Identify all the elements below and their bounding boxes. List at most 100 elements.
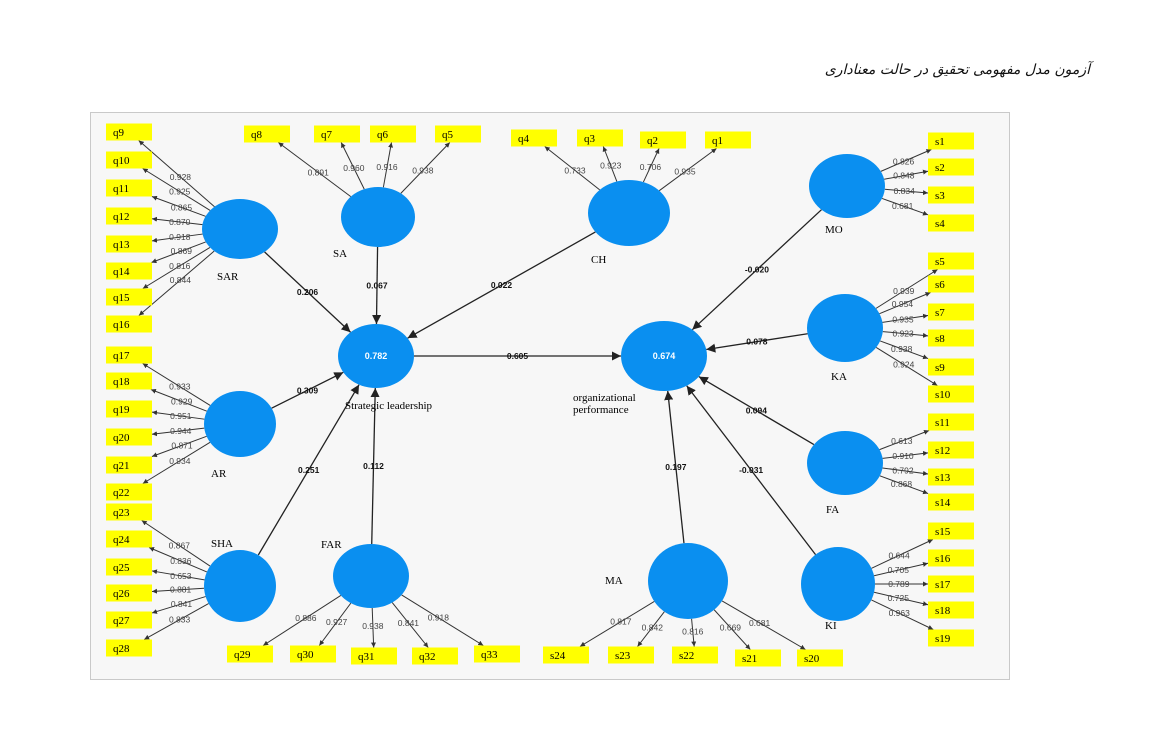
indicator-box-q30 <box>290 645 336 663</box>
latent-label-sha: SHA <box>211 538 233 550</box>
indicator-box-q12 <box>106 207 152 225</box>
indicator-box-s4 <box>928 214 974 232</box>
loading-value-q17: 0.933 <box>169 382 191 392</box>
indicator-box-s22 <box>672 646 718 664</box>
indicator-box-q26 <box>106 584 152 602</box>
figure-caption: آزمون مدل مفهومی تحقیق در حالت معناداری <box>824 62 1090 78</box>
indicator-label-s16: s16 <box>935 553 951 565</box>
indicator-box-q20 <box>106 428 152 446</box>
indicator-box-q33 <box>474 645 520 663</box>
loading-arrow-q23 <box>141 520 211 567</box>
latent-node-ka <box>807 294 883 362</box>
loading-arrow-s12 <box>882 450 929 459</box>
loading-value-s14: 0.868 <box>891 479 913 489</box>
loading-arrow-s16 <box>873 561 929 577</box>
latent-label-fa: FA <box>826 504 839 516</box>
indicator-label-s3: s3 <box>935 190 945 202</box>
indicator-label-q30: q30 <box>297 649 314 661</box>
path-coefficient-sar-to-sl: 0.206 <box>297 287 319 297</box>
indicator-label-q12: q12 <box>113 211 130 223</box>
indicator-label-s10: s10 <box>935 389 951 401</box>
loading-value-q33: 0.918 <box>428 613 450 623</box>
latent-label-sl: Strategic leadership <box>345 400 433 412</box>
indicator-box-s18 <box>928 601 974 619</box>
indicator-label-q29: q29 <box>234 649 251 661</box>
loading-arrow-q31 <box>370 607 376 648</box>
indicator-label-s5: s5 <box>935 256 945 268</box>
latent-node-sa <box>341 187 415 247</box>
loading-value-q18: 0.929 <box>171 396 193 406</box>
path-coefficient-far-to-sl: 0.112 <box>363 461 384 471</box>
indicator-label-s4: s4 <box>935 218 945 230</box>
loading-value-q30: 0.927 <box>326 617 348 627</box>
latent-label-sa: SA <box>333 248 347 260</box>
loading-value-s6: 0.954 <box>892 299 914 309</box>
indicator-box-s5 <box>928 252 974 270</box>
measurement-loadings: 0.9280.9250.8650.8700.9180.8690.8160.844… <box>138 140 938 650</box>
indicator-box-q14 <box>106 262 152 280</box>
indicator-label-q28: q28 <box>113 643 130 655</box>
indicator-box-s16 <box>928 549 974 567</box>
path-arrow-ar-to-sl <box>271 371 344 409</box>
latent-node-mo <box>809 154 885 218</box>
indicator-box-s19 <box>928 629 974 647</box>
loading-arrow-s3 <box>884 188 929 196</box>
latent-node-ch <box>588 180 670 246</box>
loading-value-q9: 0.928 <box>170 172 192 182</box>
loading-value-s2: 0.848 <box>893 171 915 181</box>
loading-value-q10: 0.925 <box>169 187 191 197</box>
loading-value-q23: 0.867 <box>169 541 191 551</box>
indicator-box-q19 <box>106 400 152 418</box>
loading-arrow-q11 <box>151 195 206 217</box>
loading-arrow-s24 <box>579 601 655 647</box>
loading-arrow-s1 <box>880 149 932 172</box>
indicator-label-q16: q16 <box>113 319 130 331</box>
indicator-box-s17 <box>928 575 974 593</box>
loading-value-q12: 0.870 <box>169 217 191 227</box>
indicator-box-s23 <box>608 646 654 664</box>
indicator-box-s21 <box>735 649 781 667</box>
indicator-label-q22: q22 <box>113 487 130 499</box>
path-arrow-ch-to-sl <box>407 231 596 339</box>
indicator-label-s23: s23 <box>615 650 631 662</box>
path-coefficient-ar-to-sl: 0.309 <box>297 385 319 395</box>
indicator-label-s13: s13 <box>935 472 951 484</box>
loading-arrow-q2 <box>642 148 660 183</box>
path-arrow-ki-to-op <box>686 385 817 555</box>
path-coefficient-ki-to-op: -0.031 <box>739 465 763 475</box>
indicator-box-q25 <box>106 558 152 576</box>
loading-value-s10: 0.924 <box>893 360 915 370</box>
indicator-box-s15 <box>928 522 974 540</box>
loading-arrow-s11 <box>879 429 930 451</box>
loading-arrow-q26 <box>151 587 205 594</box>
path-coefficient-sha-to-sl: 0.251 <box>298 465 320 475</box>
indicator-label-q23: q23 <box>113 507 130 519</box>
indicator-box-s14 <box>928 493 974 511</box>
loading-value-s13: 0.792 <box>892 466 914 476</box>
indicator-label-q13: q13 <box>113 239 130 251</box>
loading-value-q5: 0.938 <box>412 165 434 175</box>
indicator-label-q24: q24 <box>113 534 130 546</box>
indicator-box-s9 <box>928 358 974 376</box>
indicator-box-s3 <box>928 186 974 204</box>
indicator-box-q31 <box>351 647 397 665</box>
indicator-box-q13 <box>106 235 152 253</box>
loading-arrow-q10 <box>142 168 211 211</box>
indicator-label-q6: q6 <box>377 129 389 141</box>
indicator-label-s22: s22 <box>679 650 694 662</box>
loading-value-q29: 0.886 <box>295 613 317 623</box>
loading-value-s5: 0.939 <box>893 286 915 296</box>
loading-arrow-q6 <box>382 142 394 188</box>
loading-arrow-q18 <box>150 388 208 412</box>
indicator-box-q18 <box>106 372 152 390</box>
loading-arrow-s5 <box>875 269 938 309</box>
indicator-label-s24: s24 <box>550 650 566 662</box>
latent-node-sar <box>202 199 278 259</box>
indicator-label-s11: s11 <box>935 417 950 429</box>
indicator-box-q10 <box>106 151 152 169</box>
loading-value-q13: 0.918 <box>169 232 191 242</box>
loading-value-q24: 0.836 <box>170 556 192 566</box>
loading-value-s23: 0.842 <box>642 622 664 632</box>
loading-arrow-s6 <box>879 292 931 315</box>
